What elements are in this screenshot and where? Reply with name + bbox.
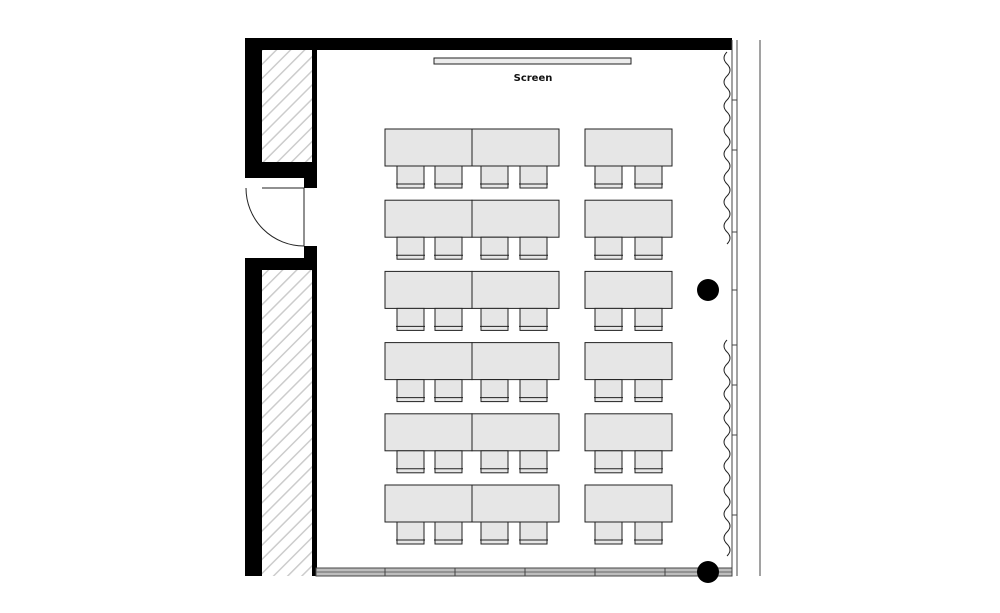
chair — [396, 236, 425, 260]
chair — [396, 379, 425, 403]
upper-return-wall — [245, 162, 317, 178]
chair — [434, 450, 463, 474]
curtain-lower — [723, 339, 731, 557]
top-wall — [245, 38, 732, 50]
table — [471, 484, 560, 523]
table — [584, 199, 673, 238]
chair — [434, 521, 463, 545]
chair — [519, 521, 548, 545]
table — [471, 413, 560, 452]
chair — [594, 379, 623, 403]
chair — [634, 521, 663, 545]
door — [245, 187, 305, 247]
chair — [434, 307, 463, 331]
chair — [480, 379, 509, 403]
chair — [434, 379, 463, 403]
table — [471, 199, 560, 238]
table — [384, 270, 473, 309]
chair — [480, 521, 509, 545]
chair — [396, 165, 425, 189]
chair — [519, 236, 548, 260]
hatched-wall-lower — [262, 270, 314, 576]
screen-label: Screen — [514, 73, 553, 84]
table — [584, 484, 673, 523]
table — [584, 128, 673, 167]
column-mid — [697, 279, 719, 301]
chair — [594, 236, 623, 260]
chair — [396, 307, 425, 331]
table — [384, 413, 473, 452]
chair — [519, 165, 548, 189]
walls — [245, 38, 732, 576]
door-swing-arc — [245, 187, 305, 247]
table — [384, 342, 473, 381]
lower-return-wall — [245, 258, 317, 270]
chair — [634, 165, 663, 189]
table — [584, 342, 673, 381]
table — [584, 270, 673, 309]
left-wall-lower — [245, 258, 262, 576]
hatched-wall-upper — [262, 38, 314, 162]
chair — [594, 450, 623, 474]
chair — [434, 236, 463, 260]
chair — [634, 450, 663, 474]
chair — [634, 236, 663, 260]
room-inner-left-wall-lower — [312, 246, 317, 576]
chair — [396, 521, 425, 545]
projection-screen — [433, 57, 632, 65]
table — [471, 270, 560, 309]
table — [471, 128, 560, 167]
chair — [634, 379, 663, 403]
right-window-wall — [731, 40, 761, 576]
table — [384, 128, 473, 167]
chair — [594, 307, 623, 331]
table — [384, 199, 473, 238]
chair — [594, 165, 623, 189]
column-corner — [697, 561, 719, 583]
table — [384, 484, 473, 523]
chair — [480, 307, 509, 331]
chair — [519, 379, 548, 403]
chair — [480, 450, 509, 474]
furniture — [384, 128, 673, 545]
chair — [634, 307, 663, 331]
chair — [519, 307, 548, 331]
chair — [396, 450, 425, 474]
chair — [434, 165, 463, 189]
left-wall-upper — [245, 38, 262, 178]
table — [584, 413, 673, 452]
chair — [594, 521, 623, 545]
chair — [480, 165, 509, 189]
bottom-window-wall — [315, 567, 733, 577]
chair — [519, 450, 548, 474]
table — [471, 342, 560, 381]
room-inner-left-wall-upper — [312, 38, 317, 188]
curtain-upper — [723, 51, 731, 245]
chair — [480, 236, 509, 260]
